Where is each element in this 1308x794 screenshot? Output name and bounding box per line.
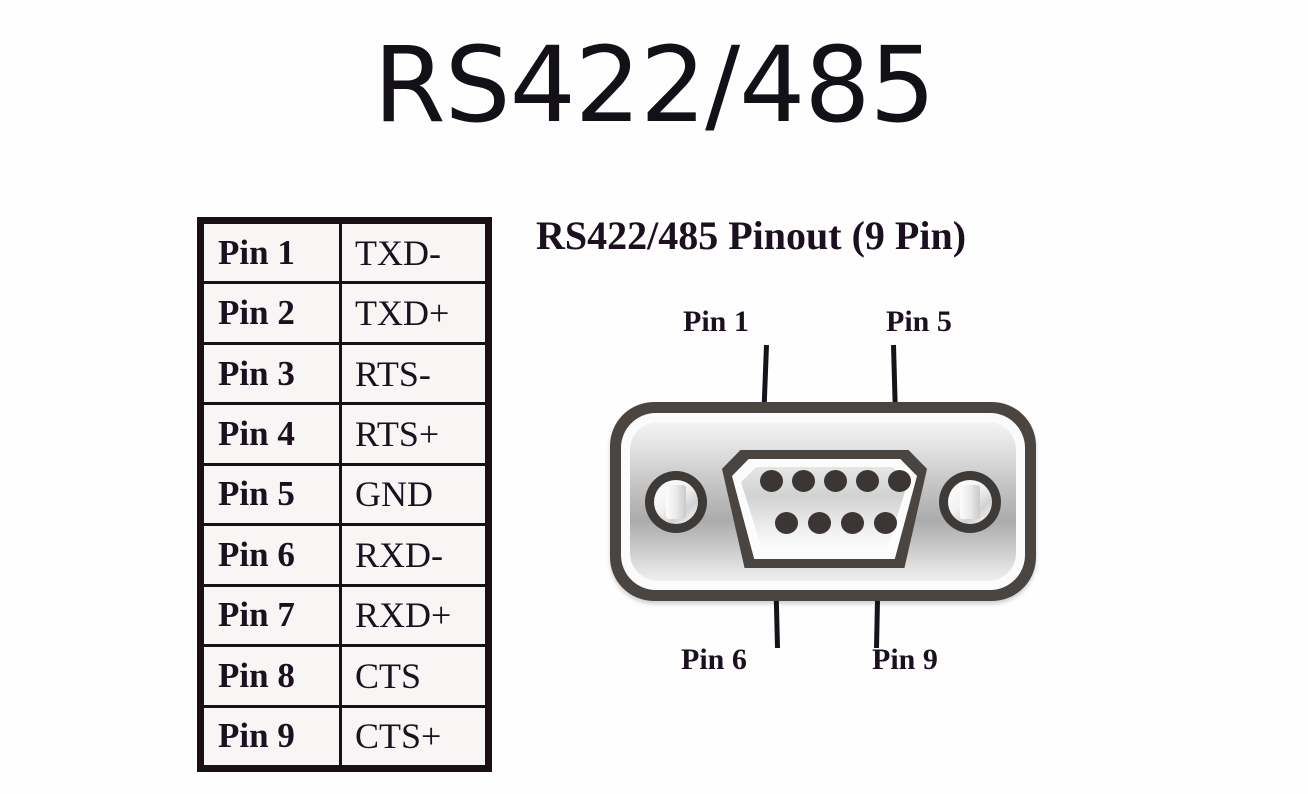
signal-name-cell: RTS- (342, 344, 485, 403)
pin-assignment-table: Pin 1 TXD- Pin 2 TXD+ Pin 3 RTS- Pin 4 R… (197, 217, 492, 772)
contact-hole-pin8 (841, 512, 864, 534)
signal-name-cell: CTS+ (342, 707, 485, 765)
pin-number-cell: Pin 6 (204, 526, 342, 584)
table-row: Pin 3 RTS- (204, 344, 485, 406)
db9-connector-illustration (610, 402, 1036, 601)
screw-hole-inner (654, 480, 698, 524)
table-row: Pin 6 RXD- (204, 526, 485, 587)
table-row: Pin 8 CTS (204, 647, 485, 708)
table-row: Pin 4 RTS+ (204, 405, 485, 466)
table-row: Pin 1 TXD- (204, 224, 485, 285)
pin-number-cell: Pin 4 (204, 405, 342, 463)
callout-label-pin1: Pin 1 (683, 305, 749, 338)
screw-hole-right (939, 471, 1001, 533)
screw-slot (666, 485, 686, 519)
pin-number-cell: Pin 2 (204, 284, 342, 342)
screw-hole-left (645, 471, 707, 533)
signal-name-cell: TXD+ (342, 284, 485, 342)
contact-hole-pin9 (874, 512, 897, 534)
pin-number-cell: Pin 7 (204, 586, 342, 645)
contact-hole-pin5 (888, 470, 911, 492)
callout-label-pin5: Pin 5 (886, 305, 952, 338)
d-sub-socket-outline (722, 450, 927, 568)
callout-label-pin9: Pin 9 (872, 643, 938, 676)
contact-hole-pin2 (792, 470, 815, 492)
signal-name-cell: CTS (342, 647, 485, 705)
pin-number-cell: Pin 3 (204, 344, 342, 403)
table-row: Pin 9 CTS+ (204, 707, 485, 765)
contact-hole-pin6 (775, 512, 798, 534)
pin-number-cell: Pin 9 (204, 707, 342, 765)
page-title: RS422/485 (373, 24, 935, 146)
contact-hole-pin7 (808, 512, 831, 534)
pinout-heading: RS422/485 Pinout (9 Pin) (536, 213, 967, 258)
contact-hole-pin4 (856, 470, 879, 492)
table-row: Pin 2 TXD+ (204, 284, 485, 345)
pin-number-cell: Pin 8 (204, 647, 342, 705)
screw-hole-inner (948, 480, 992, 524)
contact-hole-pin1 (760, 470, 783, 492)
contact-hole-pin3 (824, 470, 847, 492)
signal-name-cell: GND (342, 465, 485, 524)
pin-number-cell: Pin 5 (204, 465, 342, 524)
signal-name-cell: RXD- (342, 526, 485, 584)
signal-name-cell: TXD- (342, 224, 485, 282)
callout-label-pin6: Pin 6 (681, 643, 747, 676)
table-row: Pin 7 RXD+ (204, 586, 485, 648)
signal-name-cell: RXD+ (342, 586, 485, 645)
signal-name-cell: RTS+ (342, 405, 485, 463)
screw-slot (960, 485, 980, 519)
table-row: Pin 5 GND (204, 465, 485, 527)
pin-number-cell: Pin 1 (204, 224, 342, 282)
